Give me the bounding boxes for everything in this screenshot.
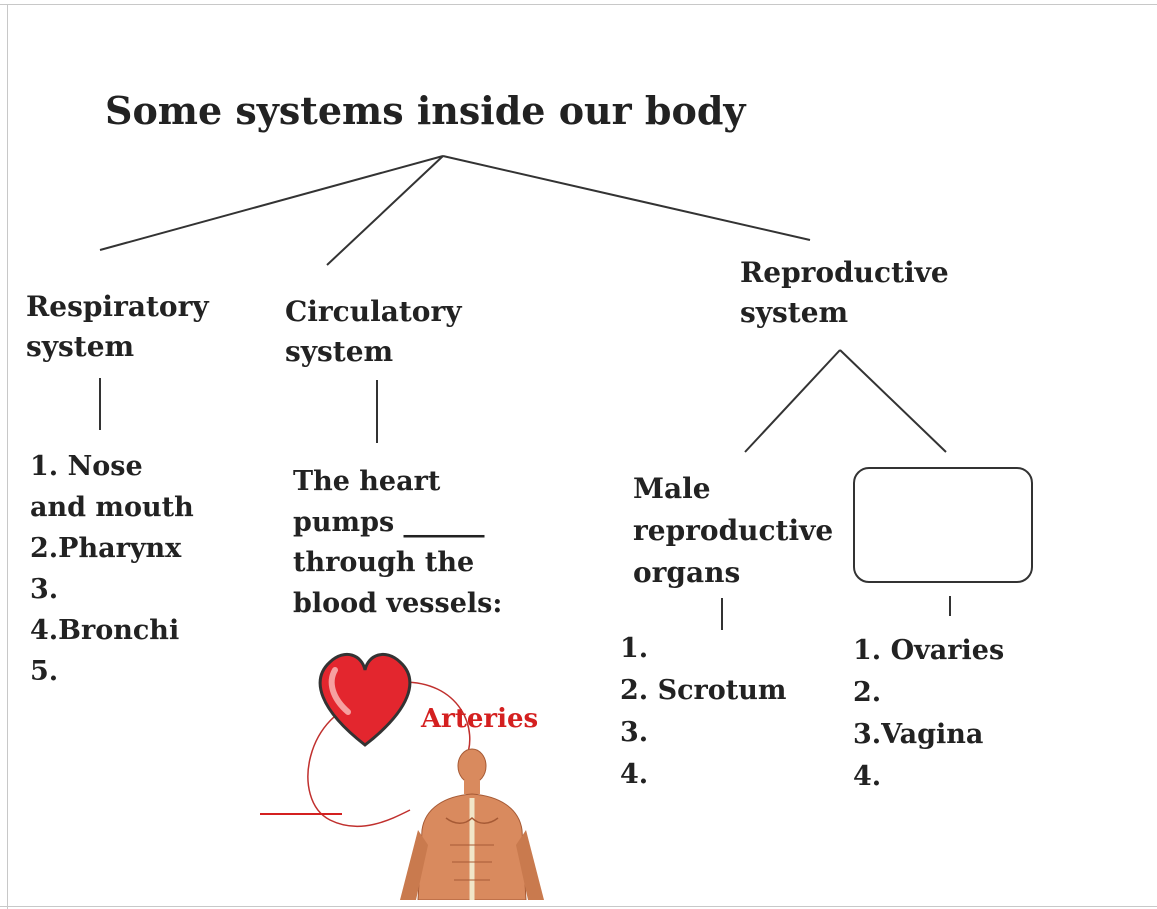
male-heading-line: reproductive [633,510,833,552]
respiratory-heading-line2: system [26,327,209,367]
list-item: 3. [30,569,194,610]
text-line: pumps ______ [293,503,502,544]
respiratory-heading: Respiratory system [26,287,209,367]
male-heading-line: organs [633,552,833,594]
male-heading-line: Male [633,468,833,510]
list-item: 4. [620,754,786,796]
list-item: 1. Nose [30,446,194,487]
reproductive-heading: Reproductive system [740,253,949,333]
connector-reproductive-female [840,350,946,452]
circulatory-heading-line1: Circulatory [285,292,462,332]
list-item: and mouth [30,487,194,528]
text-line: The heart [293,462,502,503]
respiratory-list: 1. Nose and mouth 2.Pharynx 3. 4.Bronchi… [30,446,194,692]
list-item: 4.Bronchi [30,610,194,651]
list-item: 1. [620,628,786,670]
list-item: 2. Scrotum [620,670,786,712]
female-organs-list: 1. Ovaries 2. 3.Vagina 4. [853,630,1004,797]
circulatory-heading: Circulatory system [285,292,462,372]
male-organs-heading: Male reproductive organs [633,468,833,594]
list-item: 2. [853,672,1004,714]
male-organs-list: 1. 2. Scrotum 3. 4. [620,628,786,795]
reproductive-heading-line2: system [740,293,949,333]
arteries-label: Arteries [421,701,538,738]
diagram-title: Some systems inside our body [105,88,746,134]
connector-reproductive-male [745,350,840,452]
circulatory-description: The heart pumps ______ through the blood… [293,462,502,624]
reproductive-heading-line1: Reproductive [740,253,949,293]
circulation-illustration [250,640,560,900]
list-item: 2.Pharynx [30,528,194,569]
female-organs-blank-box[interactable] [853,467,1033,583]
list-item: 1. Ovaries [853,630,1004,672]
list-item: 5. [30,651,194,692]
text-line: blood vessels: [293,584,502,625]
human-body-icon [400,749,544,900]
circulatory-heading-line2: system [285,332,462,372]
respiratory-heading-line1: Respiratory [26,287,209,327]
connector-title-reproductive [443,156,810,240]
list-item: 4. [853,756,1004,798]
list-item: 3. [620,712,786,754]
list-item: 3.Vagina [853,714,1004,756]
heart-icon [320,654,410,745]
text-line: through the [293,543,502,584]
